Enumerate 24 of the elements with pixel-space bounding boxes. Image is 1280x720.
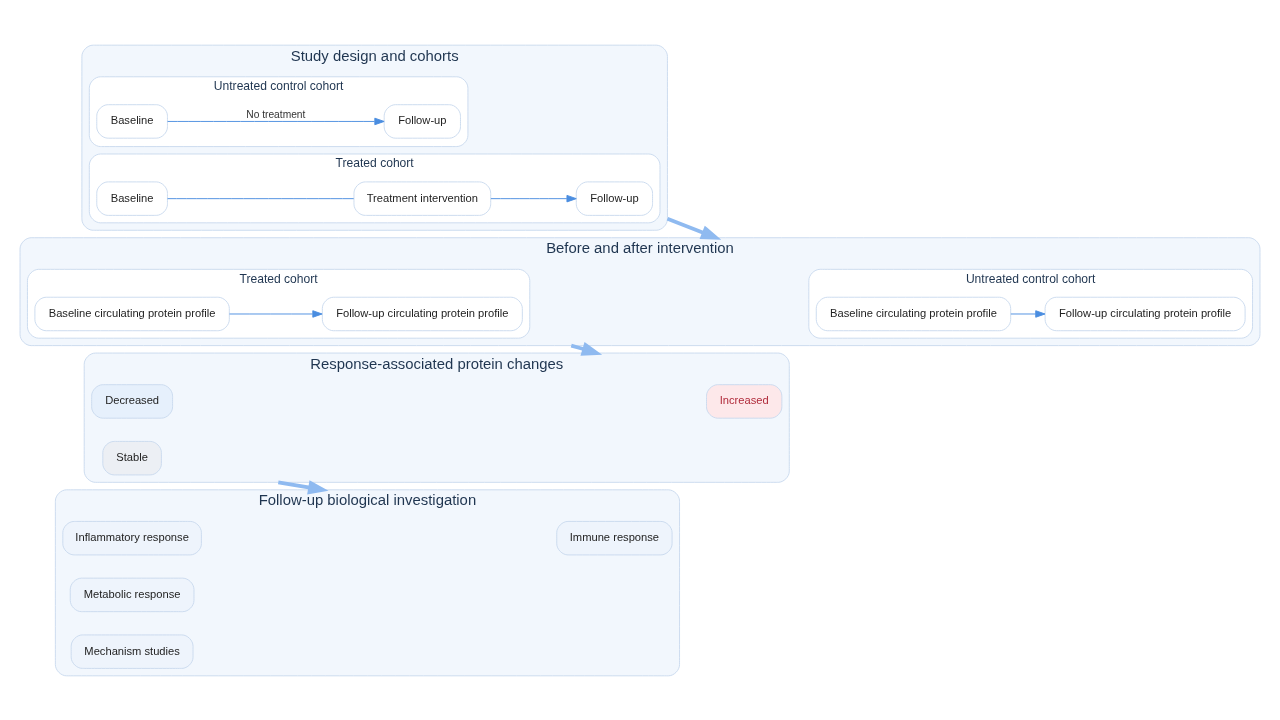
node-box: Decreased	[91, 383, 174, 419]
node-box: Metabolic response	[69, 577, 195, 612]
node-box: Baseline	[96, 103, 168, 139]
node-box: Follow-up	[575, 180, 654, 216]
arrow	[666, 216, 722, 240]
node-box: Increased	[706, 383, 783, 419]
arrow	[229, 309, 323, 318]
node-box: Mechanism studies	[70, 633, 194, 669]
node-box: Follow-up	[383, 103, 461, 139]
arrow	[167, 117, 385, 125]
edge-label: No treatment	[246, 108, 306, 120]
arrow	[490, 194, 577, 202]
node-box: Inflammatory response	[62, 520, 202, 555]
node-box: Follow-up circulating protein profile	[1044, 296, 1246, 331]
node-box: Baseline circulating protein profile	[815, 296, 1012, 331]
node-box: Stable	[102, 440, 162, 475]
node-box: Baseline	[96, 180, 168, 216]
node-box: Immune response	[556, 520, 673, 555]
node-box: Treatment intervention	[353, 180, 492, 216]
node-box: Follow-up circulating protein profile	[321, 296, 523, 331]
arrow	[278, 479, 329, 494]
node-box: Baseline circulating protein profile	[34, 296, 230, 331]
connector	[167, 197, 355, 199]
arrow	[1010, 309, 1046, 318]
